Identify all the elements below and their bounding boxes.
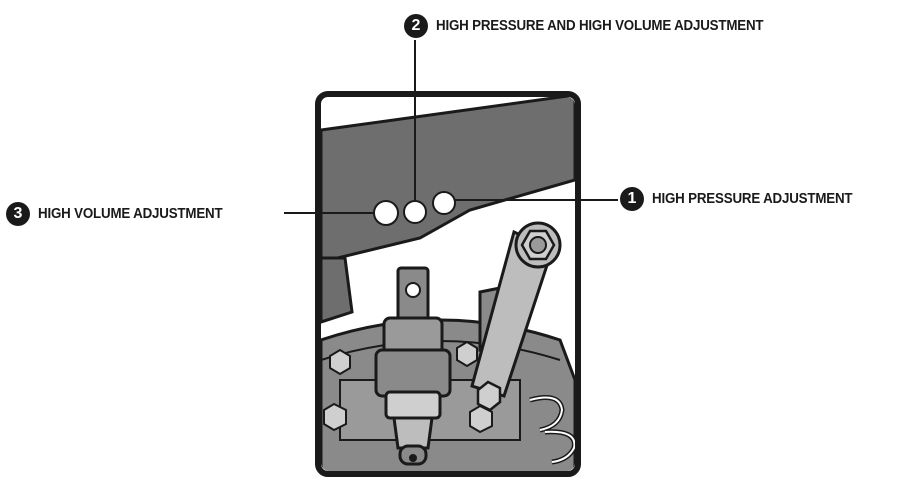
callout-label-1: HIGH PRESSURE ADJUSTMENT (652, 191, 853, 207)
bolt (476, 380, 502, 412)
left-bracket (321, 256, 354, 325)
callout-high-pressure: 1 HIGH PRESSURE ADJUSTMENT (620, 187, 870, 211)
callout-number-3: 3 (6, 202, 30, 226)
adjustment-hole-3 (373, 200, 399, 226)
bolt (329, 348, 351, 376)
callout-label-2: HIGH PRESSURE AND HIGH VOLUME ADJUSTMENT (436, 18, 764, 34)
callout-label-3: HIGH VOLUME ADJUSTMENT (38, 206, 223, 222)
callout-number-2: 2 (404, 14, 428, 38)
callout-number-1: 1 (620, 187, 644, 211)
callout-high-volume: 3 HIGH VOLUME ADJUSTMENT (6, 202, 238, 226)
bolt (323, 402, 347, 432)
callout-high-pressure-high-volume: 2 HIGH PRESSURE AND HIGH VOLUME ADJUSTME… (404, 14, 792, 38)
lever-arm (470, 221, 562, 412)
adjustment-hole-2 (403, 200, 427, 224)
adjustment-hole-1 (432, 191, 456, 215)
bolt (456, 340, 478, 368)
